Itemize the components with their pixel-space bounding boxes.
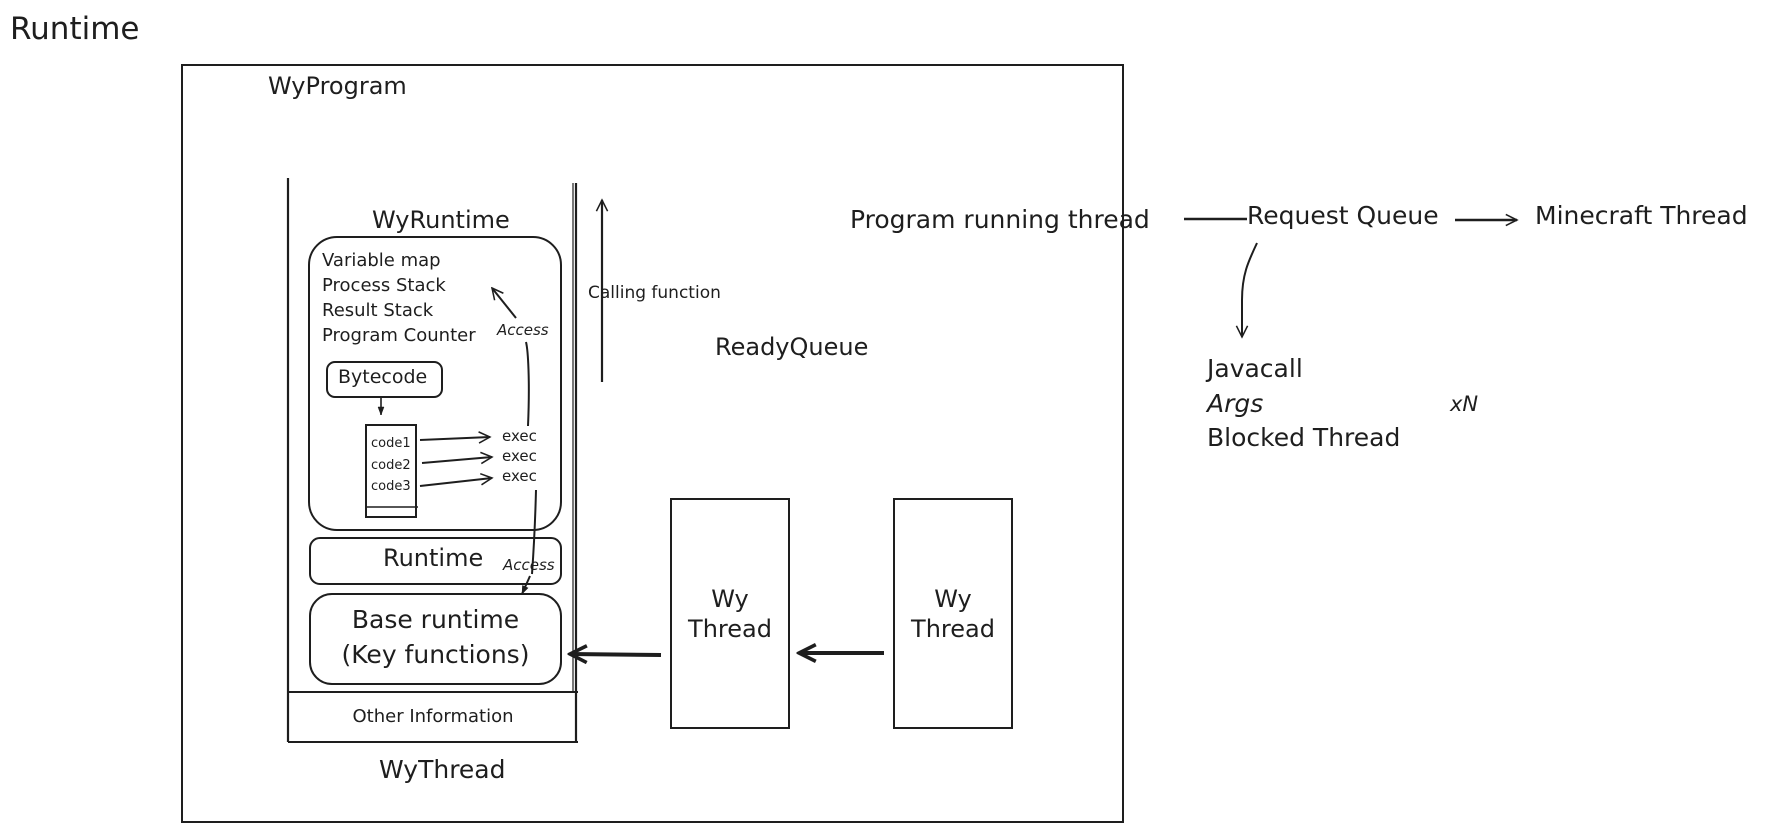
base-runtime-label-line2: (Key functions) xyxy=(341,640,530,669)
wyprogram-label: WyProgram xyxy=(268,72,407,100)
access-arrow-upper-head xyxy=(492,288,517,319)
other-information-label: Other Information xyxy=(352,706,514,727)
program-running-thread-label: Program running thread xyxy=(850,205,1150,234)
queued-thread-box-2 xyxy=(893,498,1013,729)
runtime-field: Result Stack xyxy=(322,300,434,321)
thread1-to-base-arrow xyxy=(570,654,662,655)
runtime-field: Variable map xyxy=(322,250,441,271)
bytecode-box xyxy=(326,361,443,398)
wythread-label: WyThread xyxy=(379,755,506,784)
queued-thread-1-line2: Thread xyxy=(688,615,772,643)
queued-thread-box-1 xyxy=(670,498,790,729)
access-arrow-lower xyxy=(531,489,537,575)
code-label: code3 xyxy=(371,479,411,494)
multiplier-label: xN xyxy=(1450,392,1479,416)
runtime-field: Process Stack xyxy=(322,275,446,296)
runtime-field: Program Counter xyxy=(322,325,476,346)
queued-thread-1-line1: Wy xyxy=(711,585,749,613)
exec-label: exec xyxy=(502,427,537,445)
runtime-box xyxy=(309,537,562,585)
calling-function-label: Calling function xyxy=(588,283,721,303)
exec-label: exec xyxy=(502,447,537,465)
queued-thread-2-line1: Wy xyxy=(934,585,972,613)
code2-exec-arrow xyxy=(421,457,492,463)
base-runtime-label-line1: Base runtime xyxy=(351,605,520,634)
exec-label: exec xyxy=(502,467,537,485)
code3-exec-arrow xyxy=(419,478,492,487)
request-queue-to-item-arrow xyxy=(1242,242,1258,337)
request-queue-label: Request Queue xyxy=(1247,201,1439,230)
request-item-field: Blocked Thread xyxy=(1207,423,1401,452)
wyruntime-box xyxy=(308,236,562,531)
page-title: Runtime xyxy=(10,11,140,47)
code-label: code1 xyxy=(371,436,411,451)
request-item-field: Args xyxy=(1207,389,1264,418)
wyruntime-label: WyRuntime xyxy=(372,206,510,234)
request-item-field: Javacall xyxy=(1207,354,1303,383)
base-runtime-box xyxy=(309,593,562,685)
minecraft-thread-label: Minecraft Thread xyxy=(1535,201,1748,230)
queued-thread-2-line2: Thread xyxy=(911,615,995,643)
wyprogram-frame xyxy=(181,64,1124,823)
code1-exec-arrow xyxy=(419,437,490,440)
code-column xyxy=(365,424,417,518)
code-label: code2 xyxy=(371,458,411,473)
ready-queue-label: ReadyQueue xyxy=(715,333,869,361)
access-arrow-upper xyxy=(525,341,530,427)
access-label-upper: Access xyxy=(497,321,549,339)
runtime-box-label: Runtime xyxy=(383,544,484,572)
access-label-lower: Access xyxy=(503,556,555,574)
bytecode-label: Bytecode xyxy=(338,366,428,388)
